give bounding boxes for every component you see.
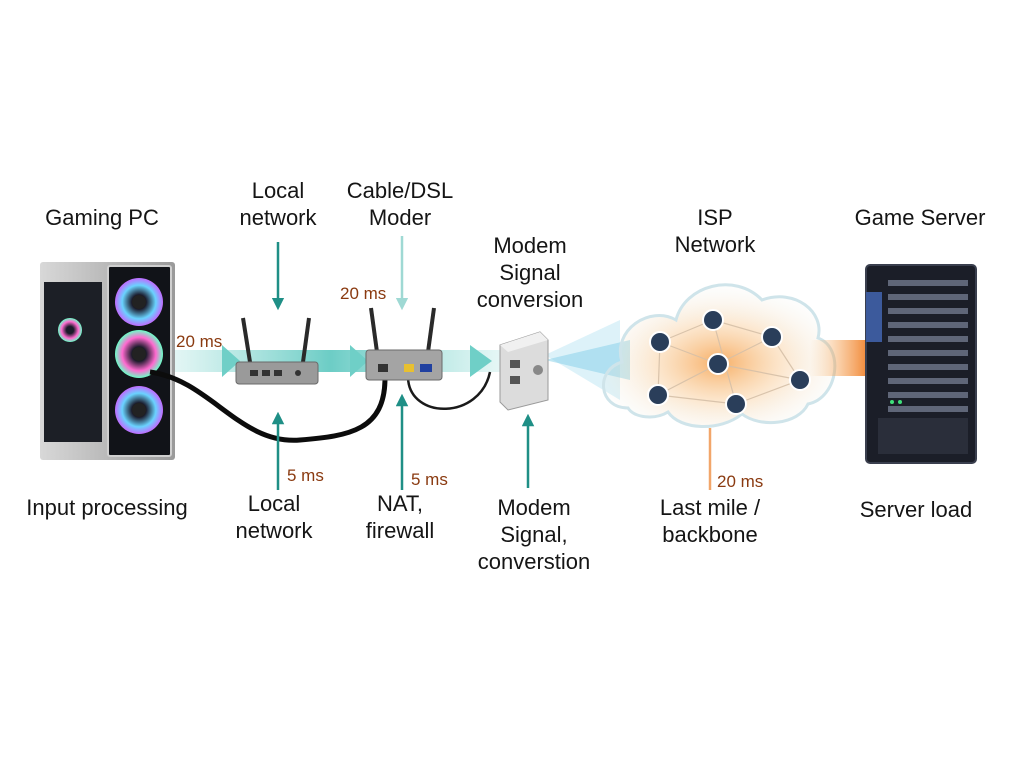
ethernet-cable xyxy=(149,369,388,443)
signal-converter-icon xyxy=(499,331,549,411)
indicator-arrows xyxy=(271,236,712,490)
local-network-caption-line1: Local xyxy=(247,491,301,516)
local-network-caption-line2: network xyxy=(235,518,313,543)
signal-converter-title-line2: Signal xyxy=(499,260,561,285)
isp-cloud xyxy=(602,283,837,428)
game-server-icon xyxy=(865,264,977,464)
local-network-caption: Local network xyxy=(214,490,334,544)
gaming-pc-icon xyxy=(40,262,175,460)
signal-converter-caption-line1: Modem xyxy=(497,495,571,520)
signal-converter-caption: Modem Signal, converstion xyxy=(462,494,606,575)
gaming-pc-title: Gaming PC xyxy=(45,205,159,230)
modem-title: Cable/DSL Moder xyxy=(330,177,470,231)
modem-cable xyxy=(406,371,492,410)
modem-title-line2: Moder xyxy=(368,205,432,230)
signal-converter-caption-line3: converstion xyxy=(477,549,591,574)
modem-caption-line2: firewall xyxy=(365,518,435,543)
modem-caption-line1: NAT, xyxy=(376,491,424,516)
latency-pc-link: 20 ms xyxy=(176,332,223,351)
isp-title-line2: Network xyxy=(674,232,756,257)
signal-converter-caption-line2: Signal, xyxy=(500,522,568,547)
isp-caption: Last mile / backbone xyxy=(640,494,780,548)
game-server-title: Game Server xyxy=(854,205,986,230)
server-beam xyxy=(810,340,870,376)
latency-local-bottom: 5 ms xyxy=(287,466,324,485)
local-network-title: Local network xyxy=(218,177,338,231)
latency-modem-bottom: 5 ms xyxy=(411,470,448,489)
modem-icon xyxy=(365,307,443,381)
isp-title: ISP Network xyxy=(650,204,780,258)
modem-title-line1: Cable/DSL xyxy=(346,178,454,203)
signal-converter-title-line1: Modem xyxy=(493,233,567,258)
modem-caption: NAT, firewall xyxy=(340,490,460,544)
isp-caption-line1: Last mile / xyxy=(659,495,761,520)
isp-caption-line2: backbone xyxy=(662,522,758,547)
game-server-caption: Server load xyxy=(859,497,973,522)
latency-modem-top: 20 ms xyxy=(340,284,387,303)
signal-converter-title-line3: conversion xyxy=(476,287,584,312)
isp-title-line1: ISP xyxy=(697,205,733,230)
local-network-title-line1: Local xyxy=(251,178,305,203)
gaming-pc-caption: Input processing xyxy=(26,495,188,520)
local-network-title-line2: network xyxy=(239,205,317,230)
latency-isp-bottom: 20 ms xyxy=(717,472,764,491)
router-icon xyxy=(235,317,319,385)
signal-converter-title: Modem Signal conversion xyxy=(462,232,598,313)
